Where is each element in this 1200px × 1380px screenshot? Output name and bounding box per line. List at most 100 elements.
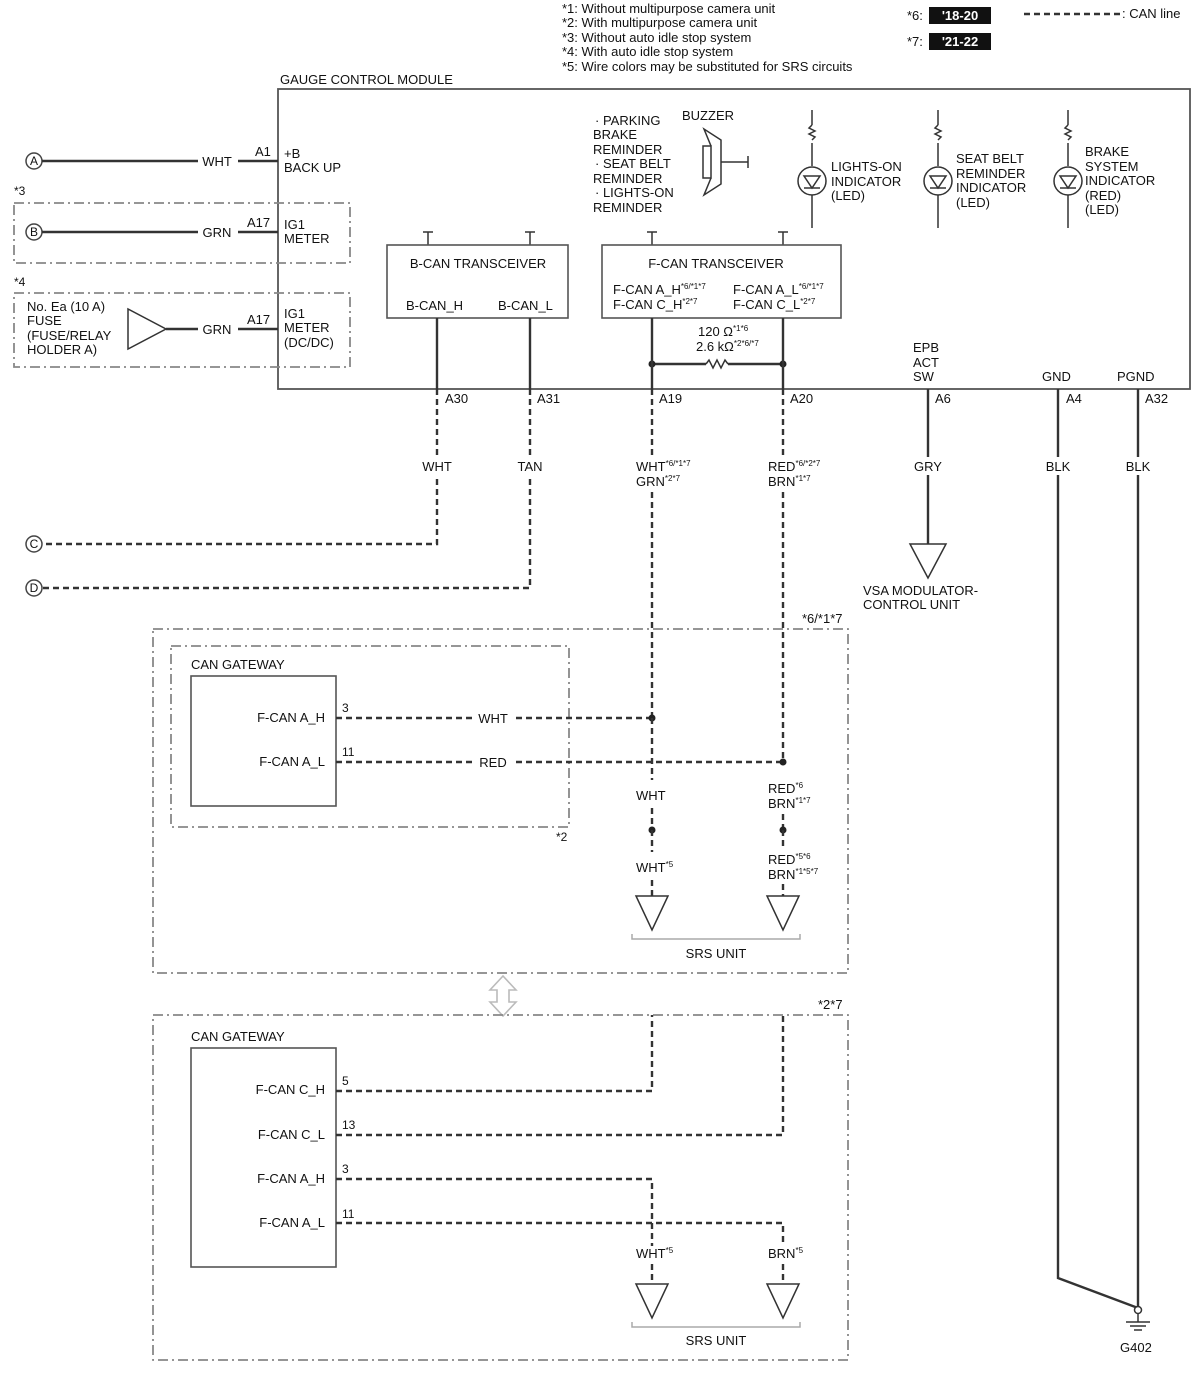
note-4: *4: With auto idle stop system [562, 44, 733, 59]
variant-1-srs-wht: WHT*5 [636, 860, 674, 875]
variant-1-srs-brn-sup: *1*5*7 [795, 867, 818, 876]
buzzer-label: BUZZER [682, 108, 734, 123]
variant-1-srs-red: RED*5*6 [768, 852, 811, 867]
buzzer-icon [702, 127, 749, 197]
variant-1-can-gateway [190, 675, 337, 807]
can-line-legend: : CAN line [1024, 6, 1181, 21]
variant-2-srs-connector-l [765, 1283, 801, 1320]
pin-a6: A6 [935, 391, 951, 406]
resistor-120-sup: *1*6 [733, 324, 749, 333]
variant-2-can-gateway [190, 1047, 337, 1268]
note-6-years: '18-20 [942, 8, 978, 23]
option-3-frame [13, 202, 351, 264]
wire-a20-color-2: BRN*1*7 [768, 474, 811, 489]
note-5: *5: Wire colors may be substituted for S… [562, 59, 853, 74]
connector-c [25, 535, 43, 553]
lights-on-label-3: (LED) [831, 188, 865, 203]
variant-1-wire-al-color: RED [479, 755, 506, 770]
seat-belt-led-icon [923, 110, 953, 228]
bcan-transceiver [386, 244, 569, 319]
connector-d-label: D [30, 581, 39, 595]
variant-2-srs-wht: WHT*5 [636, 1246, 674, 1261]
wire-a30-color: WHT [422, 459, 452, 474]
fcan-transceiver [601, 244, 842, 319]
gcm-title: GAUGE CONTROL MODULE [280, 72, 453, 87]
ig1dc-label-2: METER [284, 320, 330, 335]
pin-a4: A4 [1066, 391, 1082, 406]
variant-2-srs-brn-sup: *5 [795, 1246, 803, 1255]
variant-2-wire-ch [336, 1015, 654, 1093]
variant-2-srs-wht-text: WHT [636, 1246, 666, 1261]
note-7-key: *7: [907, 34, 923, 49]
variant-2-tag: *2*7 [818, 997, 843, 1012]
note-7-years: '21-22 [942, 34, 978, 49]
fuse-connector-symbol [127, 307, 168, 351]
pin-a19: A19 [659, 391, 682, 406]
reminder-line-4: · SEAT BELT [595, 156, 671, 171]
variant-2-pin-5: 5 [342, 1074, 349, 1088]
variant-1-mid-brn-text: BRN [768, 796, 795, 811]
epb-label-3: SW [913, 369, 935, 384]
epb-label-2: ACT [913, 355, 939, 370]
variant-1-wire-ah-color: WHT [478, 711, 508, 726]
option-4-tag: *4 [14, 275, 26, 289]
wire-a30 [42, 389, 439, 546]
fcan-cl-label: F-CAN C_L*2*7 [733, 297, 816, 312]
resistor-26-sup: *2*6/*7 [734, 339, 759, 348]
fuse-label-3: (FUSE/RELAY [27, 328, 112, 343]
fcan-supply-ticks [647, 231, 788, 245]
reminder-line-1: · PARKING [595, 113, 661, 128]
footnotes: *1: Without multipurpose camera unit *2:… [562, 1, 853, 74]
vsa-connector-symbol [908, 543, 948, 580]
connector-a-label: A [30, 154, 38, 168]
reminder-line-5: REMINDER [593, 171, 662, 186]
seat-belt-label-4: (LED) [956, 195, 990, 210]
fuse-label-2: FUSE [27, 313, 62, 328]
reminder-line-2: BRAKE [593, 127, 637, 142]
variant-1-mid-brn-sup: *1*7 [795, 796, 811, 805]
fcan-al-text: F-CAN A_L [733, 282, 799, 297]
wire-a20-color-1-text: RED [768, 459, 795, 474]
bcan-h-label: B-CAN_H [406, 298, 463, 313]
wire-a6-color: GRY [914, 459, 942, 474]
fcan-ah-sup: *6/*1*7 [681, 282, 706, 291]
model-year-legend: *6: '18-20 *7: '21-22 [907, 7, 991, 50]
variant-1-srs-connector-l [765, 895, 801, 932]
variant-1-srs-wht-text: WHT [636, 860, 666, 875]
variant-2-srs-brn: BRN*5 [768, 1246, 804, 1261]
wire-a19-color-2-text: GRN [636, 474, 665, 489]
variant-2-pin-11: 11 [342, 1207, 355, 1221]
year-badge-6 [929, 7, 991, 24]
fcan-ch-label: F-CAN C_H*2*7 [613, 297, 698, 312]
wire-a19-color-1-text: WHT [636, 459, 666, 474]
variant-1-gateway-title: CAN GATEWAY [191, 657, 285, 672]
variant-1-frame [152, 628, 849, 974]
ig1-label-2: METER [284, 231, 330, 246]
lights-on-label-2: INDICATOR [831, 174, 901, 189]
variant-1-fcan-ah: F-CAN A_H [257, 710, 325, 725]
fuse-label-1: No. Ea (10 A) [27, 299, 105, 314]
ig1dc-label-3: (DC/DC) [284, 335, 334, 350]
variant-2-pin-3: 3 [342, 1162, 349, 1176]
variant-2-fcan-ah: F-CAN A_H [257, 1171, 325, 1186]
variant-1-srs-bracket [631, 934, 801, 940]
wire-a20-color-1: RED*6/*2*7 [768, 459, 821, 474]
variant-1-srs-wht-sup: *5 [666, 860, 674, 869]
brake-label-2: SYSTEM [1085, 159, 1138, 174]
year-badge-7 [929, 33, 991, 50]
seat-belt-label-2: REMINDER [956, 166, 1025, 181]
wire-a19-color-1-sup: *6/*1*7 [666, 459, 691, 468]
variant-1-splice-l [779, 758, 787, 766]
wire-a19-color-2: GRN*2*7 [636, 474, 681, 489]
vsa-label-2: CONTROL UNIT [863, 597, 960, 612]
brake-label-5: (LED) [1085, 202, 1119, 217]
reminder-line-6: · LIGHTS-ON [595, 185, 674, 200]
wire-a20-color-2-sup: *1*7 [795, 474, 811, 483]
variant-1-fcan-al: F-CAN A_L [259, 754, 325, 769]
pin-a20: A20 [790, 391, 813, 406]
variant-2-wire-al [336, 1221, 785, 1246]
variant-1-srs-red-sup: *5*6 [795, 852, 811, 861]
option-3-tag: *3 [14, 184, 26, 198]
variant-2-srs-connector-h [634, 1283, 670, 1320]
